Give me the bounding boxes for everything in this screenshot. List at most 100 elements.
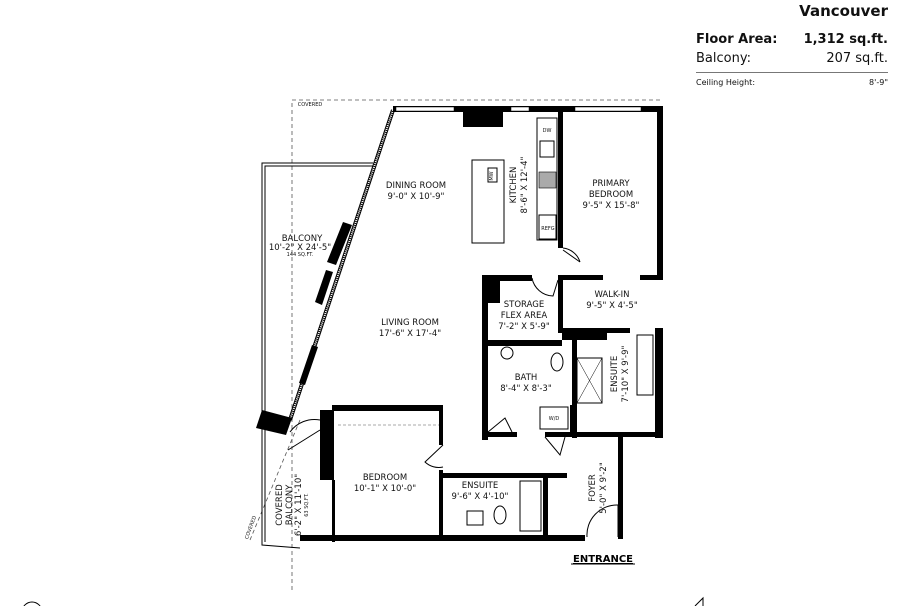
column <box>463 108 503 127</box>
bath-door <box>487 417 513 433</box>
covered-label-top: COVERED <box>298 102 323 108</box>
covered-outline <box>291 99 663 590</box>
city-title: Vancouver <box>799 2 888 20</box>
balcony-row: Balcony: 207 sq.ft. <box>696 49 888 68</box>
bath-name: BATH <box>515 373 538 383</box>
divider <box>696 72 888 73</box>
covered-outline-lower <box>249 419 301 541</box>
balcony-dims: 10'-2" X 24'-5" <box>269 243 331 253</box>
ensuite-wall <box>572 340 577 438</box>
kitchen-counter <box>536 117 558 241</box>
kitchen-island <box>471 159 505 244</box>
ensuite2-top-wall <box>443 473 567 478</box>
wall-segment <box>327 222 352 265</box>
balcony-name: BALCONY <box>282 234 323 244</box>
entrance-label: ENTRANCE <box>573 554 633 565</box>
wd-door <box>544 436 566 457</box>
storage-block <box>482 281 500 303</box>
kitchen-dims: 8'-6" X 12'-4" <box>520 156 530 213</box>
living-dims: 17'-6" X 17'-4" <box>379 329 441 339</box>
foyer-wall <box>618 437 623 539</box>
compass-icon <box>23 601 41 606</box>
balcony-outline <box>261 162 373 549</box>
ensuite-bottom-wall <box>577 432 663 437</box>
bath-bottom-wall <box>482 432 517 437</box>
bedroom-right-wall <box>439 405 443 445</box>
entrance-door <box>586 504 619 538</box>
primary-name-2: BEDROOM <box>589 190 633 200</box>
ensuite-wall <box>600 328 630 333</box>
window <box>395 106 455 112</box>
shower-x <box>576 357 603 404</box>
kitchen-sink <box>539 140 555 158</box>
primary-dims: 9'-5" X 15'-8" <box>583 201 640 211</box>
ceiling-label: Ceiling Height: <box>696 78 756 87</box>
bedroom-window <box>332 480 335 542</box>
walkin-wall <box>558 278 563 333</box>
walkin-dims: 9'-5" X 4'-5" <box>586 301 638 311</box>
walkin-name: WALK-IN <box>594 290 629 300</box>
storage-wall <box>482 275 532 281</box>
bedroom-top-wall <box>332 405 443 411</box>
unit-summary: Vancouver Floor Area: 1,312 sq.ft. Balco… <box>696 0 888 87</box>
cooktop <box>538 171 557 189</box>
ensuite2-dims: 9'-6" X 4'-10" <box>452 492 509 502</box>
bedroom-name: BEDROOM <box>363 473 407 483</box>
floor-area-row: Floor Area: 1,312 sq.ft. <box>696 30 888 49</box>
bath-bottom-wall <box>545 432 577 437</box>
wall-segment <box>315 270 333 305</box>
living-name: LIVING ROOM <box>381 318 439 328</box>
walkin-wall <box>558 275 603 280</box>
bedroom-door <box>424 444 444 468</box>
primary-bedroom-wall <box>657 108 663 278</box>
wd-wall <box>570 405 575 435</box>
foyer-name: FOYER <box>588 474 598 502</box>
bedroom-dims: 10'-1" X 10'-0" <box>354 484 416 494</box>
balcony-value: 207 sq.ft. <box>826 51 888 66</box>
ensuite1-dims: 7'-10" X 9'-9" <box>621 345 631 402</box>
bath-top-wall <box>482 340 562 346</box>
washer-dryer <box>539 406 569 430</box>
ceiling-row: Ceiling Height: 8'-9" <box>696 78 888 87</box>
dining-dims: 9'-0" X 10'-9" <box>388 192 445 202</box>
bedroom-right-wall <box>439 470 443 540</box>
bathtub <box>519 480 542 532</box>
ensuite2-name: ENSUITE <box>462 481 498 491</box>
fridge <box>538 214 557 240</box>
storage-wall <box>482 275 488 440</box>
window <box>574 106 642 112</box>
covered-balcony-name-2: BALCONY <box>285 484 295 525</box>
shower <box>576 357 603 404</box>
ensuite-wall <box>562 328 607 340</box>
mw-label: MW <box>489 171 495 180</box>
window <box>510 106 530 112</box>
dining-name: DINING ROOM <box>386 181 446 191</box>
storage-name-2: FLEX AREA <box>501 311 548 321</box>
ensuite1-name: ENSUITE <box>610 356 620 392</box>
storage-dims: 7'-2" X 5'-9" <box>498 322 550 332</box>
bath-toilet <box>550 352 564 372</box>
refg-label: REFG <box>541 226 555 232</box>
ensuite-wall <box>655 328 663 438</box>
ceiling-value: 8'-9" <box>869 78 888 87</box>
walkin-wall <box>640 275 663 280</box>
primary-name-1: PRIMARY <box>592 179 630 189</box>
storage-door <box>531 277 559 297</box>
primary-door <box>562 247 581 263</box>
wall-column <box>256 410 292 435</box>
north-arrow-icon <box>694 596 704 606</box>
balcony-label: Balcony: <box>696 51 751 66</box>
ensuite2-toilet <box>493 505 507 525</box>
kitchen-name: KITCHEN <box>509 167 519 204</box>
covered-balcony-dims: 6'-2" X 11'-10" <box>294 474 304 536</box>
bath-dims: 8'-4" X 8'-3" <box>500 384 552 394</box>
storage-name-1: STORAGE <box>504 300 544 310</box>
ensuite-vanity <box>636 334 654 396</box>
covered-balcony-name-1: COVERED <box>275 484 285 526</box>
kitchen-wall <box>558 108 563 248</box>
wd-label: W/D <box>549 416 560 422</box>
floor-area-value: 1,312 sq.ft. <box>803 32 888 47</box>
ensuite2-sink <box>466 510 484 526</box>
bedroom-left-wall <box>320 410 334 480</box>
